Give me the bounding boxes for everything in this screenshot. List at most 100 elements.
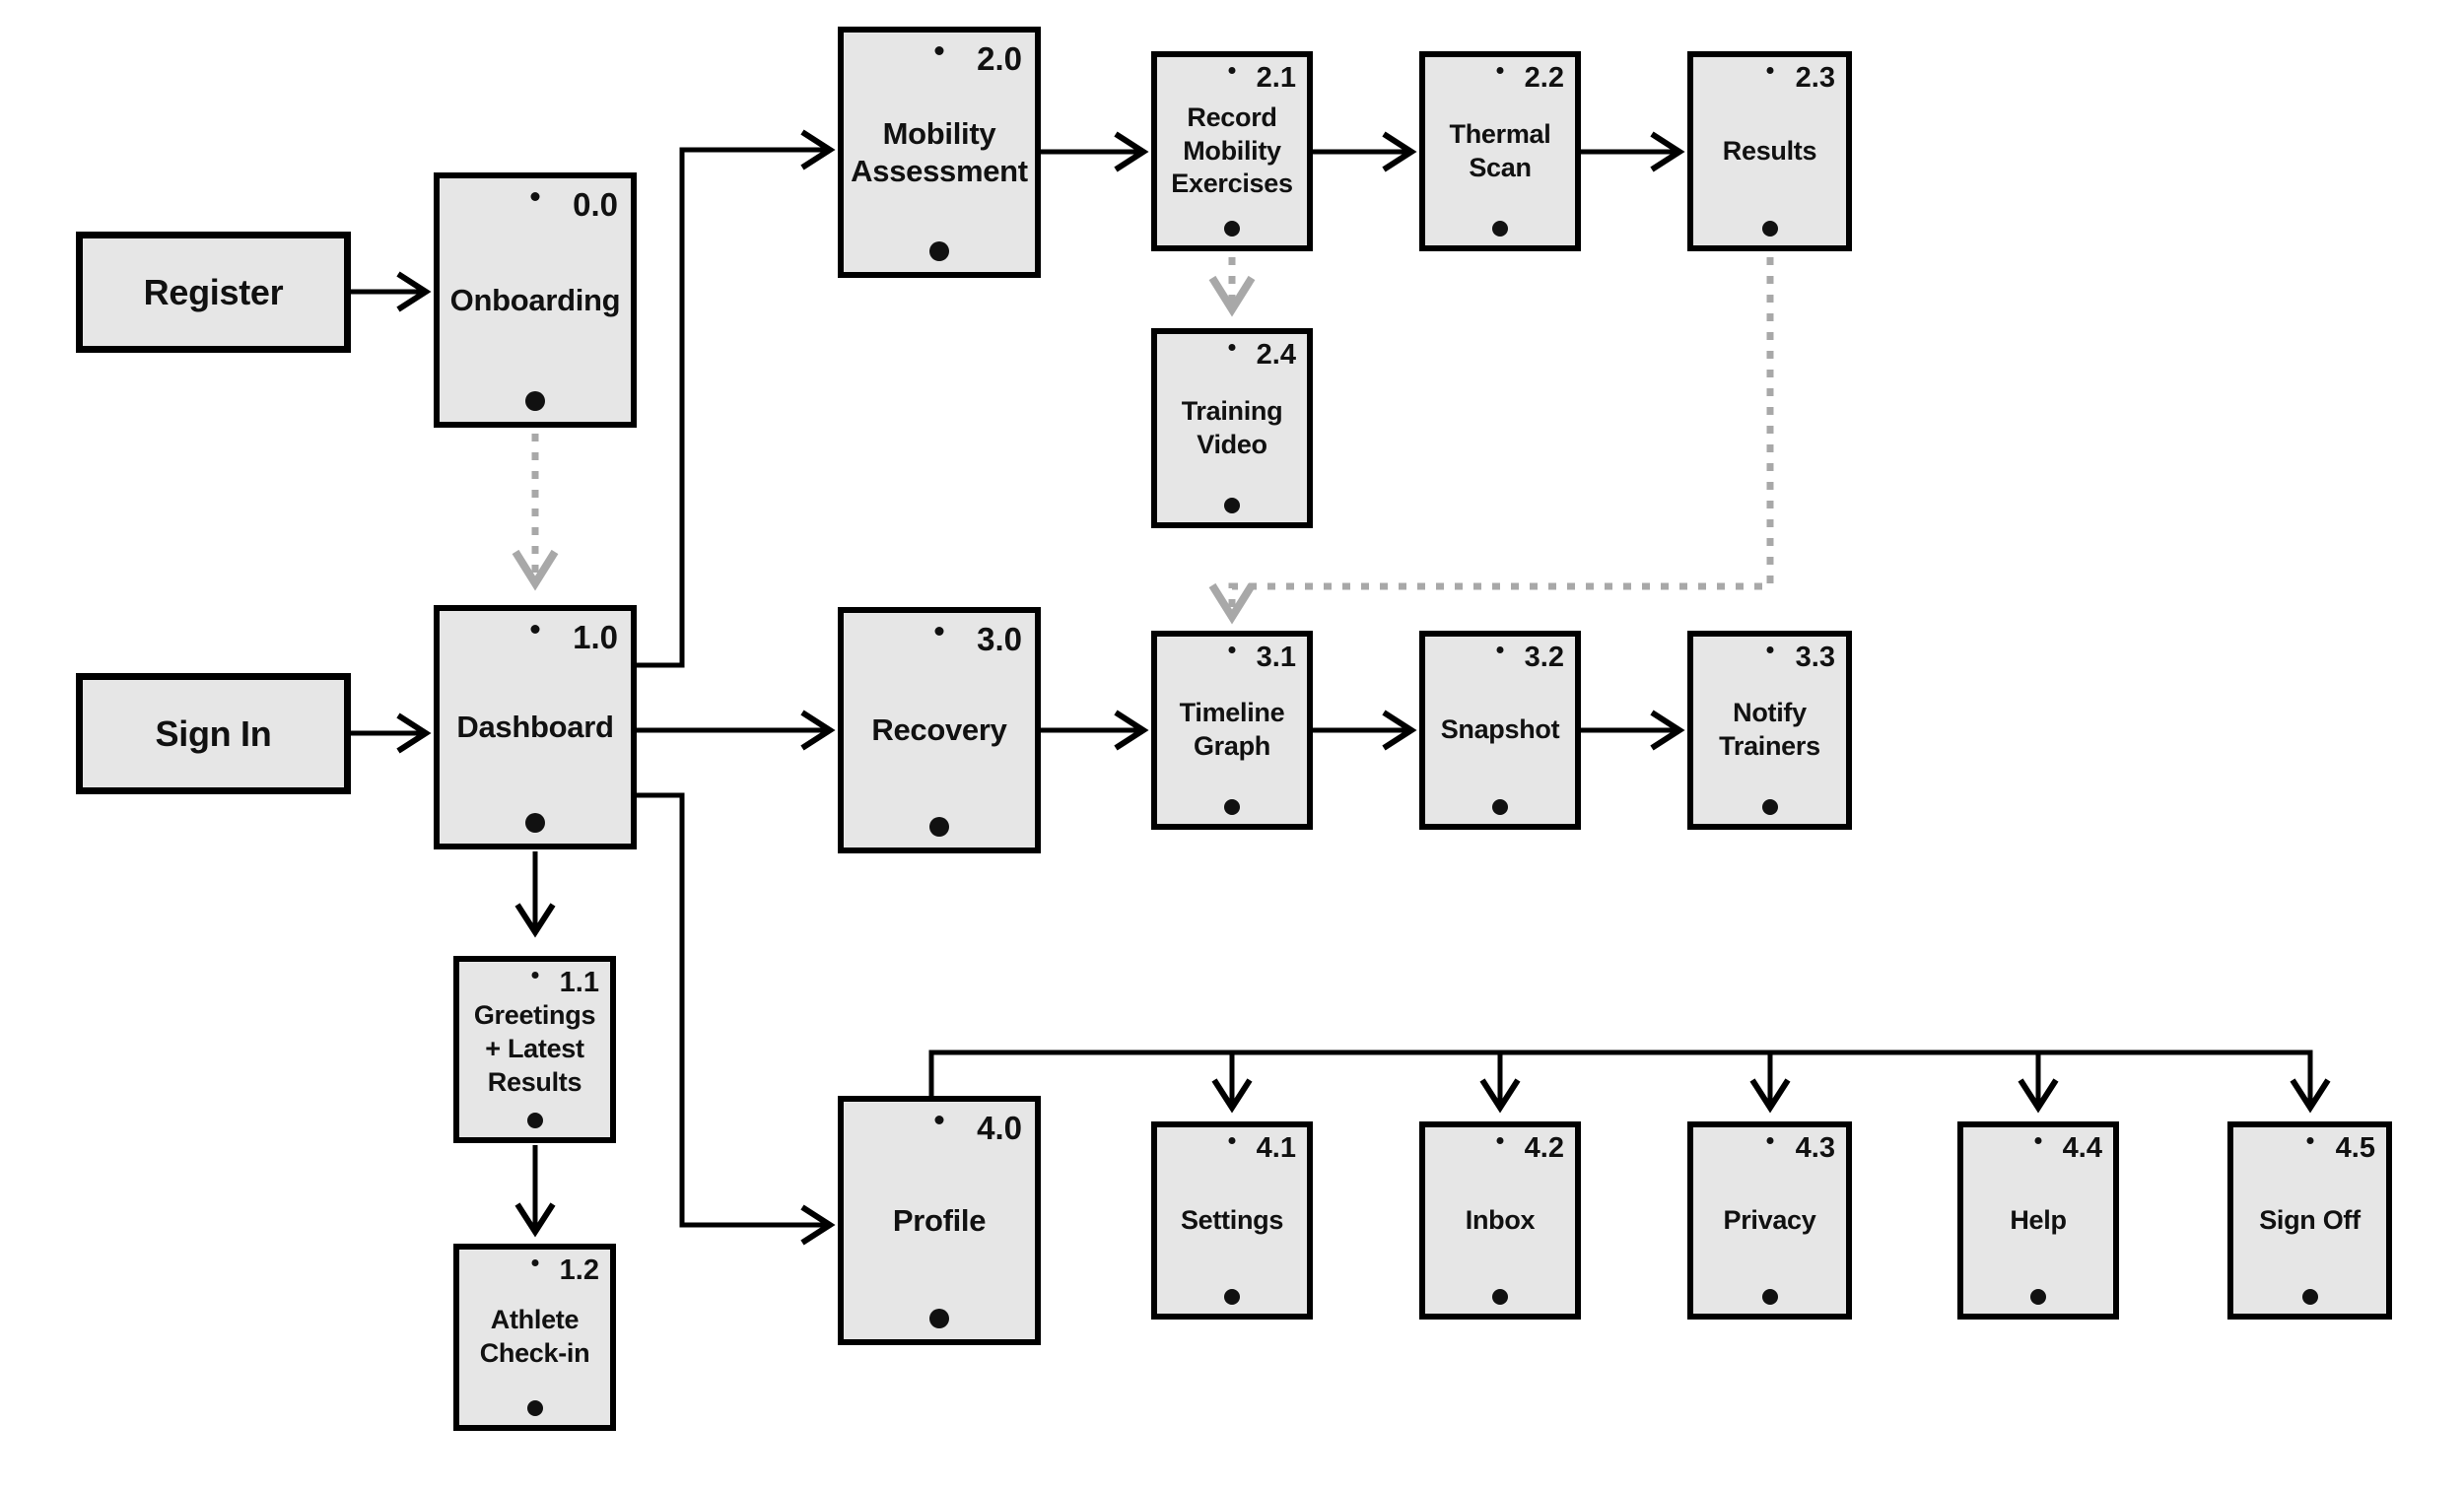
screen-number: 4.1 — [1256, 1132, 1296, 1164]
screen-inbox: 4.2 Inbox — [1419, 1121, 1581, 1320]
home-button-dot-icon — [1224, 498, 1240, 513]
screen-results: 2.3 Results — [1687, 51, 1852, 251]
screen-label: Sign Off — [2259, 1204, 2361, 1235]
entry-label: Sign In — [155, 712, 272, 754]
camera-dot-icon — [934, 1116, 944, 1124]
screen-mobility-assessment: 2.0 Mobility Assessment — [838, 27, 1041, 278]
home-button-dot-icon — [1224, 799, 1240, 815]
camera-dot-icon — [1496, 646, 1504, 653]
camera-dot-icon — [1766, 646, 1773, 653]
screen-dashboard: 1.0 Dashboard — [434, 605, 637, 849]
screen-help: 4.4 Help — [1957, 1121, 2119, 1320]
home-button-dot-icon — [1761, 221, 1778, 237]
camera-dot-icon — [2034, 1137, 2042, 1144]
home-button-dot-icon — [929, 817, 949, 837]
screen-settings: 4.1 Settings — [1151, 1121, 1313, 1320]
screen-number: 3.0 — [977, 621, 1022, 657]
screen-label: Dashboard — [456, 710, 614, 745]
camera-dot-icon — [934, 627, 944, 636]
screen-snapshot: 3.2 Snapshot — [1419, 631, 1581, 830]
camera-dot-icon — [1766, 1137, 1773, 1144]
entry-label: Register — [143, 271, 284, 312]
screen-thermal-scan: 2.2 Thermal Scan — [1419, 51, 1581, 251]
screen-number: 2.0 — [977, 40, 1022, 77]
screen-sign-off: 4.5 Sign Off — [2227, 1121, 2392, 1320]
home-button-dot-icon — [2030, 1289, 2046, 1305]
home-button-dot-icon — [929, 1309, 949, 1328]
screen-label: Recovery — [871, 712, 1007, 748]
screen-record-mobility-exercises: 2.1 Record Mobility Exercises — [1151, 51, 1313, 251]
screen-number: 1.2 — [559, 1254, 599, 1286]
screen-number: 2.4 — [1256, 339, 1296, 371]
home-button-dot-icon — [1761, 1289, 1778, 1305]
screen-number: 3.2 — [1524, 642, 1564, 673]
camera-dot-icon — [1496, 67, 1504, 74]
home-button-dot-icon — [525, 813, 545, 833]
screen-number: 4.3 — [1795, 1132, 1835, 1164]
dashed-arrow-results-to-timeline-graph — [1208, 257, 1774, 625]
camera-dot-icon — [934, 46, 944, 55]
screen-label: Profile — [892, 1202, 987, 1238]
screen-number: 4.0 — [977, 1110, 1022, 1146]
screen-number: 1.1 — [559, 967, 599, 998]
screen-label: Privacy — [1723, 1204, 1816, 1235]
home-button-dot-icon — [1224, 1289, 1240, 1305]
screen-number: 4.5 — [2335, 1132, 2375, 1164]
home-button-dot-icon — [1492, 221, 1508, 237]
screen-label: Record Mobility Exercises — [1171, 102, 1293, 199]
screen-number: 2.3 — [1795, 62, 1835, 94]
screen-profile: 4.0 Profile — [838, 1096, 1041, 1345]
screen-number: 3.1 — [1256, 642, 1296, 673]
screen-number: 2.1 — [1256, 62, 1296, 94]
camera-dot-icon — [1228, 344, 1236, 351]
screen-label: Training Video — [1181, 395, 1283, 459]
screen-greetings-latest-results: 1.1 Greetings + Latest Results — [453, 956, 616, 1143]
home-button-dot-icon — [526, 1400, 543, 1416]
screen-athlete-check-in: 1.2 Athlete Check-in — [453, 1244, 616, 1431]
home-button-dot-icon — [1224, 221, 1240, 237]
camera-dot-icon — [1228, 1137, 1236, 1144]
camera-dot-icon — [530, 625, 540, 634]
screen-label: Greetings + Latest Results — [473, 1000, 596, 1097]
camera-dot-icon — [1228, 67, 1236, 74]
home-button-dot-icon — [526, 1113, 543, 1128]
screen-label: Onboarding — [449, 282, 621, 317]
screen-label: Mobility Assessment — [851, 115, 1028, 188]
screen-number: 4.4 — [2062, 1132, 2102, 1164]
camera-dot-icon — [531, 972, 538, 979]
arrow-profile-branch-to-signoff — [928, 1050, 2331, 1114]
home-button-dot-icon — [525, 391, 545, 411]
home-button-dot-icon — [1492, 1289, 1508, 1305]
screen-label: Timeline Graph — [1179, 698, 1285, 761]
camera-dot-icon — [1496, 1137, 1504, 1144]
camera-dot-icon — [2306, 1137, 2313, 1144]
home-button-dot-icon — [1492, 799, 1508, 815]
arrow-dashboard-to-mobility-assessment — [637, 129, 836, 668]
screen-number: 0.0 — [573, 186, 618, 223]
home-button-dot-icon — [929, 241, 949, 261]
screen-notify-trainers: 3.3 Notify Trainers — [1687, 631, 1852, 830]
screen-label: Settings — [1180, 1204, 1284, 1235]
screen-number: 4.2 — [1524, 1132, 1564, 1164]
screen-number: 3.3 — [1795, 642, 1835, 673]
screen-timeline-graph: 3.1 Timeline Graph — [1151, 631, 1313, 830]
home-button-dot-icon — [2301, 1289, 2318, 1305]
screen-training-video: 2.4 Training Video — [1151, 328, 1313, 528]
screen-label: Inbox — [1465, 1204, 1536, 1235]
screen-label: Results — [1722, 135, 1817, 166]
camera-dot-icon — [1228, 646, 1236, 653]
screen-label: Thermal Scan — [1449, 118, 1551, 182]
camera-dot-icon — [530, 192, 540, 201]
screen-recovery: 3.0 Recovery — [838, 607, 1041, 853]
screen-label: Snapshot — [1440, 714, 1560, 745]
entry-box-register: Register — [76, 232, 351, 353]
arrow-dashboard-to-profile — [637, 792, 836, 1246]
screen-label: Help — [2010, 1204, 2067, 1235]
camera-dot-icon — [531, 1259, 538, 1266]
screen-label: Athlete Check-in — [479, 1305, 590, 1368]
screen-number: 2.2 — [1524, 62, 1564, 94]
entry-box-sign-in: Sign In — [76, 673, 351, 794]
screen-number: 1.0 — [573, 619, 618, 655]
